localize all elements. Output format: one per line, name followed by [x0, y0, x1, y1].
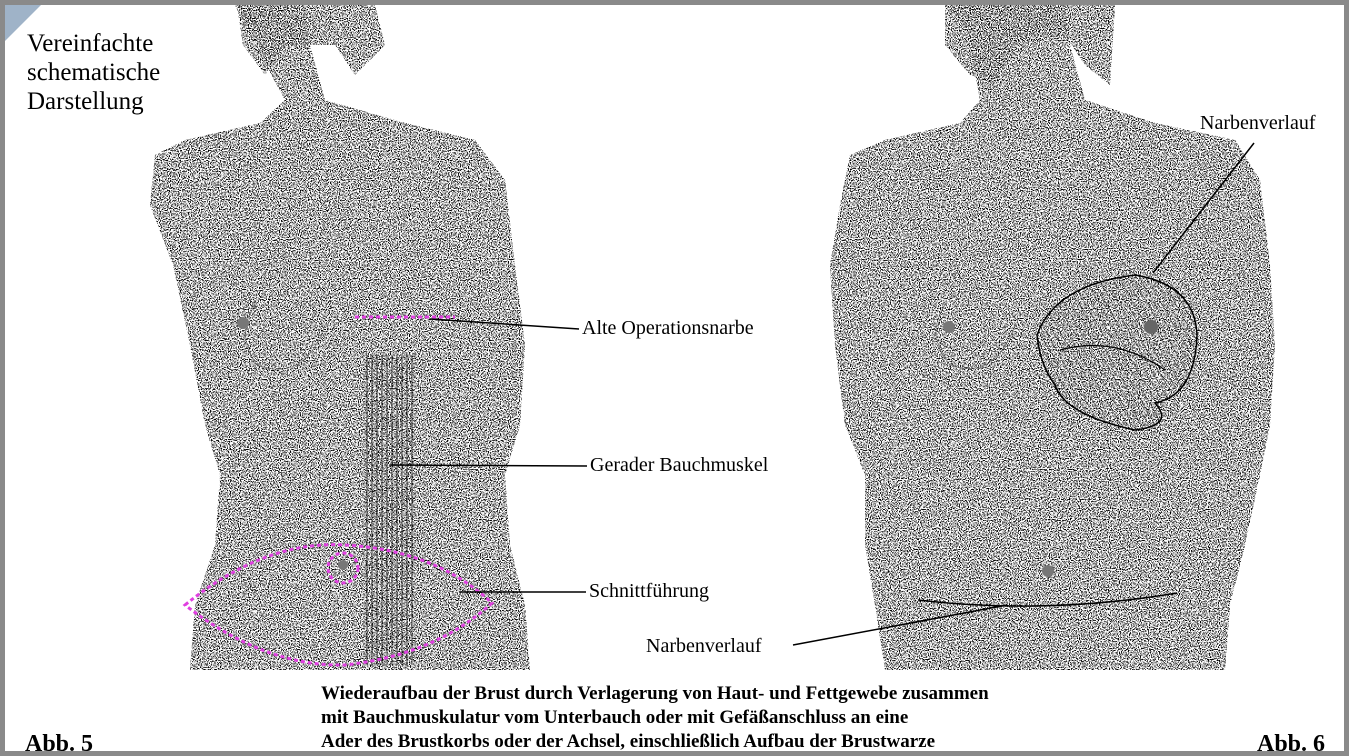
right-nipple [943, 321, 955, 333]
left-torso-silhouette [150, 5, 530, 670]
figure-number-left: Abb. 5 [25, 732, 93, 756]
right-umbilicus [1042, 565, 1054, 577]
corner-title: Vereinfachte schematische Darstellung [27, 29, 160, 116]
left-umbilicus [338, 560, 348, 570]
caption-line: Wiederaufbau der Brust durch Verlagerung… [321, 682, 989, 706]
figure-number-right: Abb. 6 [1257, 732, 1325, 756]
label-rectus-muscle: Gerader Bauchmuskel [590, 455, 768, 475]
label-old-scar: Alte Operationsnarbe [582, 318, 754, 338]
corner-title-line: Darstellung [27, 87, 160, 116]
reconstructed-nipple [1144, 320, 1158, 334]
corner-title-line: schematische [27, 58, 160, 87]
caption-line: mit Bauchmuskulatur vom Unterbauch oder … [321, 706, 989, 730]
label-incision: Schnittführung [589, 581, 709, 601]
rectus-muscle-hatching [365, 355, 415, 665]
muscle-leader-line [390, 465, 587, 466]
figure-caption: Wiederaufbau der Brust durch Verlagerung… [321, 682, 989, 754]
label-scar-top: Narbenverlauf [1200, 113, 1316, 133]
right-torso-figure [793, 5, 1275, 670]
label-scar-bottom: Narbenverlauf [646, 636, 762, 656]
left-torso-figure [150, 5, 587, 670]
left-nipple [237, 317, 249, 329]
caption-line: Ader des Brustkorbs oder der Achsel, ein… [321, 730, 989, 754]
corner-title-line: Vereinfachte [27, 29, 160, 58]
